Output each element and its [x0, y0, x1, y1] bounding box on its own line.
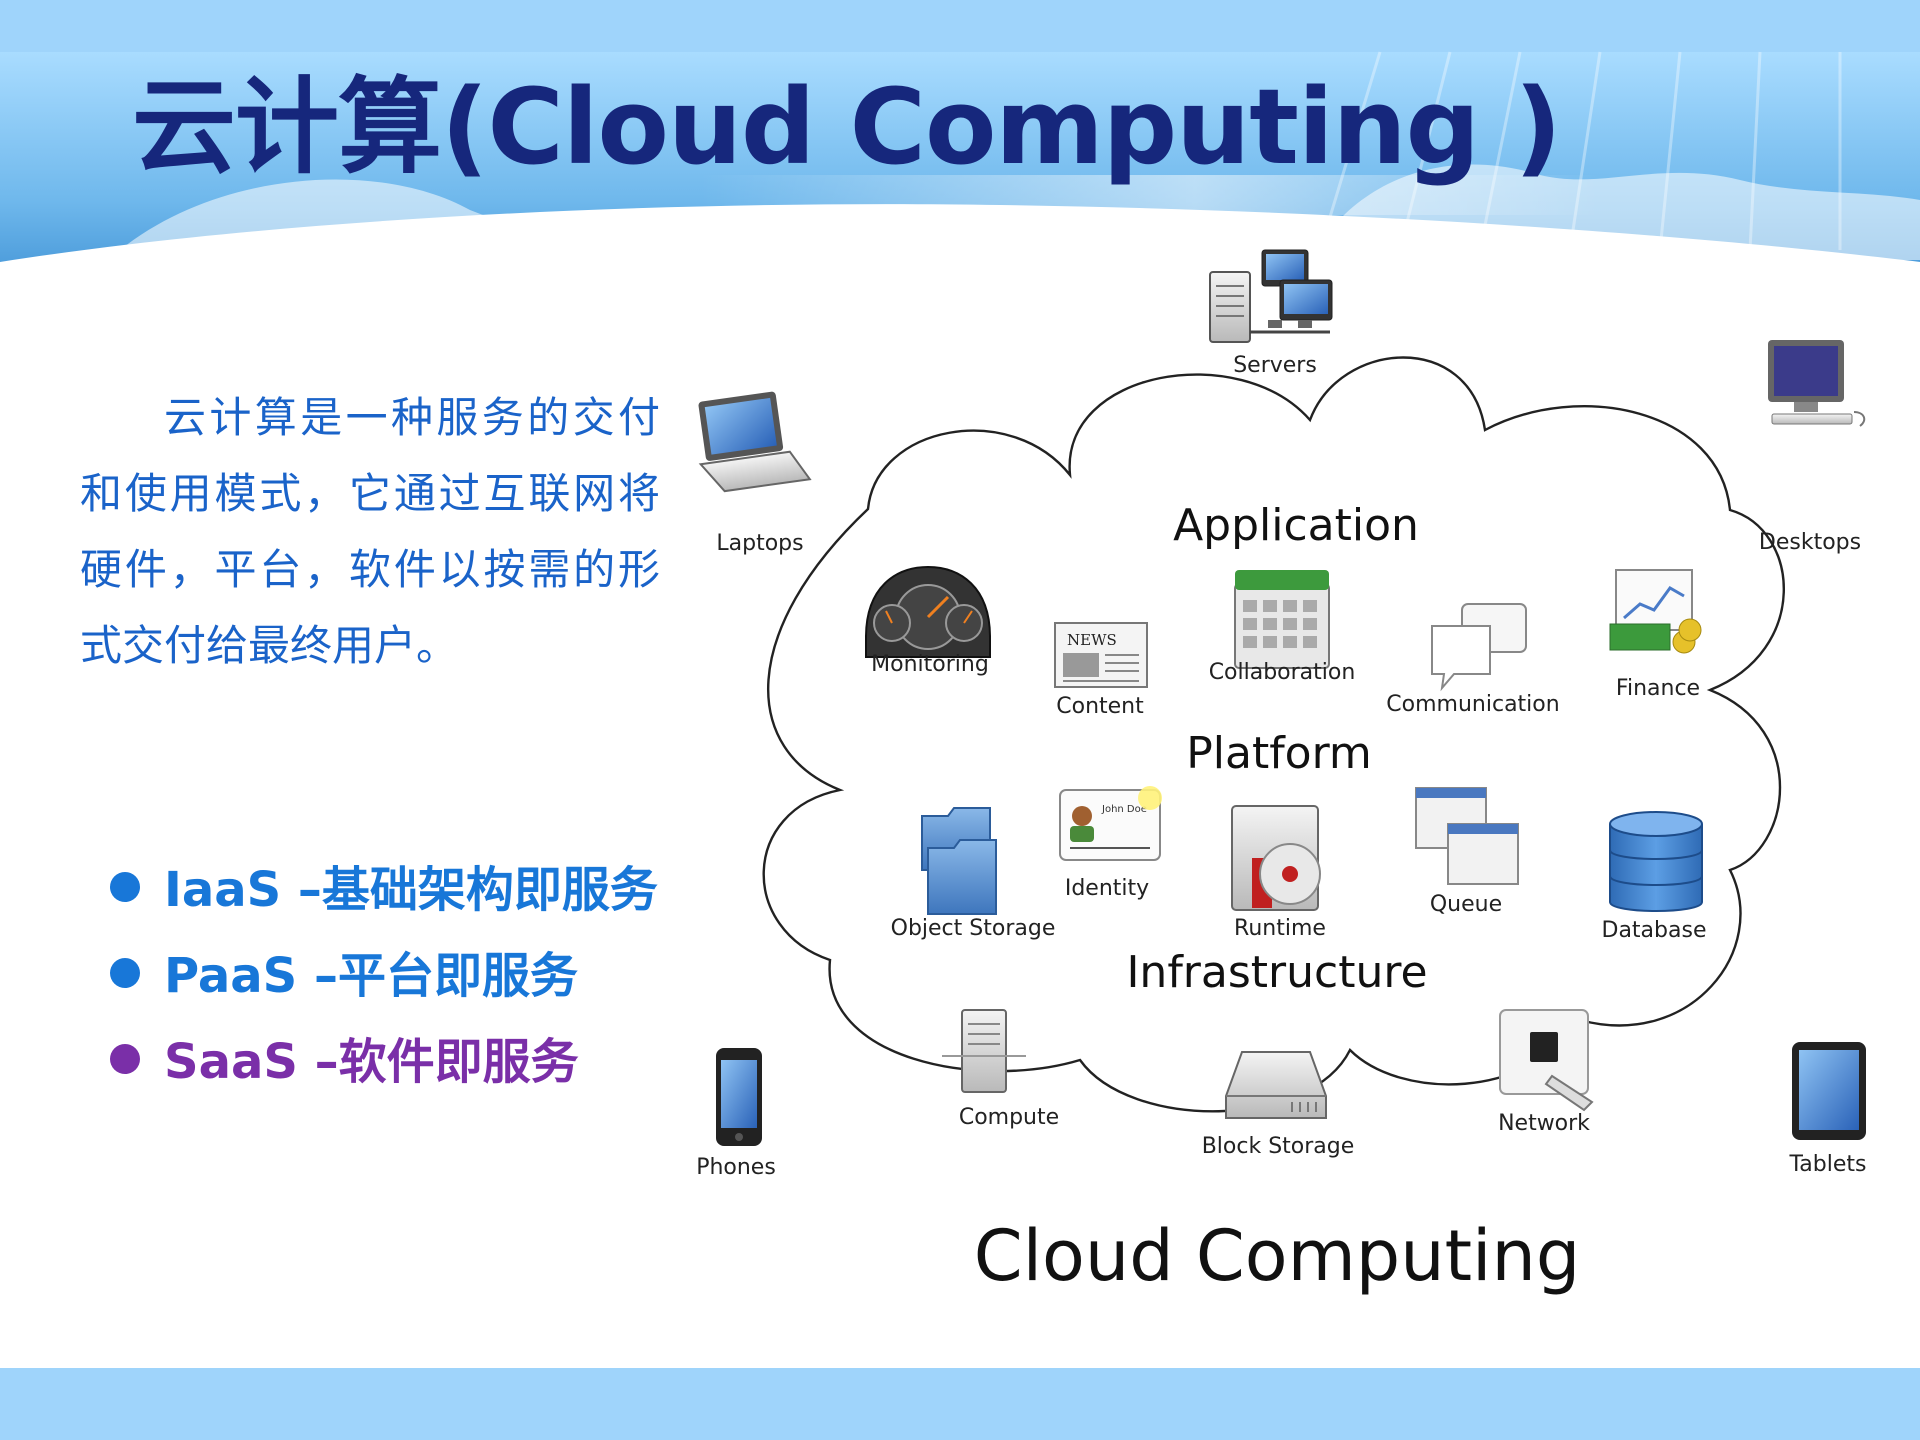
- header-background: [0, 0, 1920, 300]
- database-label: Database: [1601, 918, 1707, 943]
- news-content-icon: NEWS: [1054, 622, 1148, 688]
- phone-icon: [716, 1048, 762, 1146]
- block-storage-drive-icon: [1225, 1051, 1327, 1119]
- desktops-label: Desktops: [1758, 530, 1862, 555]
- bullet-saas: SaaS –软件即服务: [110, 1022, 579, 1102]
- compute-label: Compute: [958, 1105, 1060, 1130]
- collaboration-label: Collaboration: [1208, 660, 1356, 685]
- compute-tower-icon: [942, 1009, 1026, 1093]
- tablets-label: Tablets: [1789, 1152, 1867, 1177]
- tablet-icon: [1792, 1042, 1866, 1140]
- runtime-label: Runtime: [1234, 916, 1326, 941]
- runtime-icon: [1231, 805, 1321, 911]
- cloud-outline: [762, 356, 1785, 1113]
- badge-name-text: John Doe: [1101, 804, 1147, 815]
- servers-icon: [1209, 249, 1333, 343]
- block-storage-label: Block Storage: [1201, 1134, 1355, 1159]
- queue-label: Queue: [1429, 892, 1503, 917]
- queue-windows-icon: [1415, 787, 1519, 885]
- footer-band: [0, 1368, 1920, 1440]
- finance-chart-icon: [1609, 569, 1702, 654]
- diagram-graphics: NEWS: [698, 249, 1866, 1146]
- laptops-label: Laptops: [716, 531, 804, 556]
- diagram-caption: Cloud Computing: [973, 1215, 1581, 1297]
- servers-label: Servers: [1233, 353, 1317, 378]
- header-band: [0, 0, 1920, 300]
- content-label: Content: [1056, 694, 1144, 719]
- bullet-paas-text: PaaS –平台即服务: [164, 948, 578, 1004]
- monitoring-gauge-icon: [865, 565, 991, 658]
- intro-paragraph: 云计算是一种服务的交付和使用模式，它通过互联网将硬件，平台，软件以按需的形式交付…: [80, 393, 660, 670]
- news-icon-text: NEWS: [1067, 631, 1117, 649]
- bullet-paas: PaaS –平台即服务: [110, 936, 578, 1016]
- finance-label: Finance: [1615, 676, 1701, 701]
- bullet-iaas-text: IaaS –基础架构即服务: [164, 862, 658, 918]
- application-section-label: Application: [1173, 500, 1419, 551]
- laptop-icon: [698, 391, 812, 493]
- platform-section-label: Platform: [1186, 728, 1372, 779]
- network-port-icon: [1499, 1009, 1594, 1112]
- monitoring-label: Monitoring: [871, 652, 989, 677]
- bullet-dot-icon: [110, 1044, 140, 1074]
- identity-label: Identity: [1064, 876, 1150, 901]
- identity-badge-icon: John Doe: [1059, 786, 1162, 861]
- cloud-computing-diagram: NEWS: [680, 230, 1920, 1350]
- phones-label: Phones: [696, 1155, 776, 1180]
- slide-title: 云计算(Cloud Computing ): [132, 66, 1562, 188]
- communication-label: Communication: [1386, 692, 1560, 717]
- bullet-dot-icon: [110, 872, 140, 902]
- object-storage-label: Object Storage: [890, 916, 1056, 941]
- communication-bubbles-icon: [1431, 603, 1527, 692]
- database-icon: [1609, 811, 1703, 912]
- collaboration-calendar-icon: [1234, 570, 1330, 669]
- object-storage-folder-icon: [921, 807, 997, 915]
- network-label: Network: [1498, 1111, 1590, 1136]
- bullet-iaas: IaaS –基础架构即服务: [110, 850, 658, 930]
- bullet-saas-text: SaaS –软件即服务: [164, 1034, 579, 1090]
- bullet-dot-icon: [110, 958, 140, 988]
- desktop-icon: [1768, 340, 1866, 427]
- infrastructure-section-label: Infrastructure: [1126, 947, 1428, 998]
